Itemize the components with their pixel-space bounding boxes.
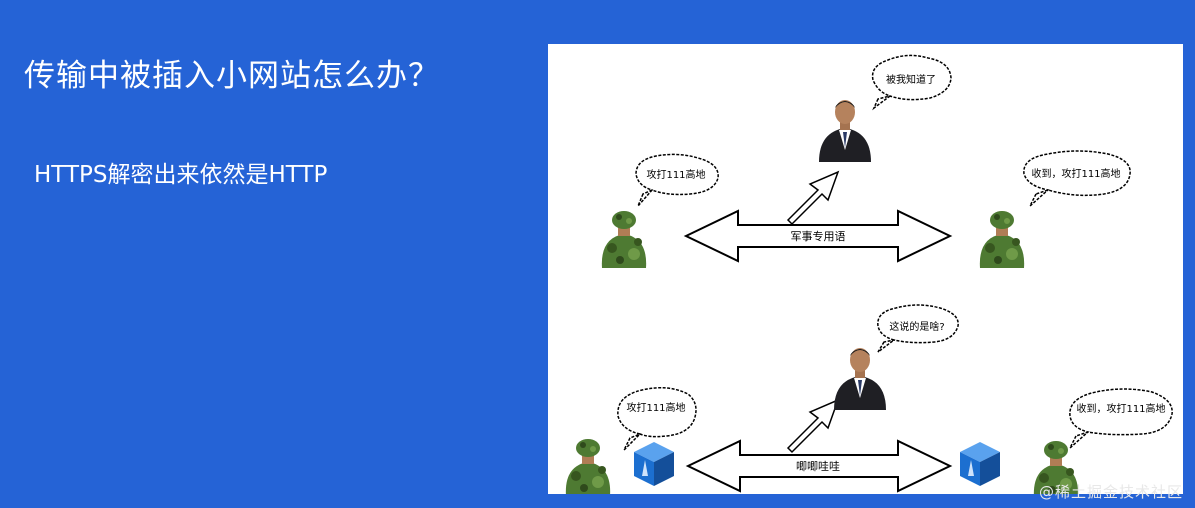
top-receiver-bubble: 收到，攻打111高地 [1023, 150, 1131, 207]
slide-title: 传输中被插入小网站怎么办？ [24, 58, 440, 94]
bottom-eavesdropper-bubble: 这说的是啥? [877, 304, 959, 353]
top-eavesdropper-bubble: 被我知道了 [871, 54, 952, 111]
bottom-receiver-speech: 收到，攻打111高地 [1076, 402, 1165, 415]
bottom-sender-speech: 攻打111高地 [626, 401, 685, 414]
diagram-panel: 军事专用语 被我知道了 攻打111高地 收到，攻打111高地 唧唧哇哇 这说的是… [548, 44, 1183, 494]
top-sender-soldier [601, 211, 647, 268]
top-eavesdropper-figure [819, 100, 871, 162]
diagram-svg: 军事专用语 被我知道了 攻打111高地 收到，攻打111高地 唧唧哇哇 这说的是… [565, 54, 1173, 494]
bottom-channel-label: 唧唧哇哇 [796, 460, 840, 473]
bottom-channel-arrow [685, 439, 953, 493]
bottom-intercept-arrow [786, 398, 840, 454]
bottom-sender-bubble: 攻打111高地 [617, 387, 697, 451]
top-intercept-arrow [786, 170, 840, 226]
top-receiver-speech: 收到，攻打111高地 [1031, 167, 1120, 180]
bottom-receiver-encryption-cube [960, 442, 1000, 486]
top-eavesdropper-speech: 被我知道了 [886, 73, 936, 86]
juejin-watermark: @稀土掘金技术社区 [1038, 483, 1183, 501]
slide-subtitle: HTTPS解密出来依然是HTTP [34, 162, 328, 188]
bottom-eavesdropper-speech: 这说的是啥? [889, 320, 944, 333]
top-sender-bubble: 攻打111高地 [635, 153, 719, 207]
top-channel-arrow [683, 209, 953, 263]
top-channel-label: 军事专用语 [791, 229, 846, 243]
bottom-eavesdropper-figure [834, 348, 886, 410]
bottom-receiver-bubble: 收到，攻打111高地 [1069, 388, 1173, 449]
top-sender-speech: 攻打111高地 [646, 168, 705, 181]
top-receiver-soldier [979, 211, 1025, 268]
bottom-sender-encryption-cube [634, 442, 674, 486]
bottom-sender-soldier [565, 439, 611, 494]
